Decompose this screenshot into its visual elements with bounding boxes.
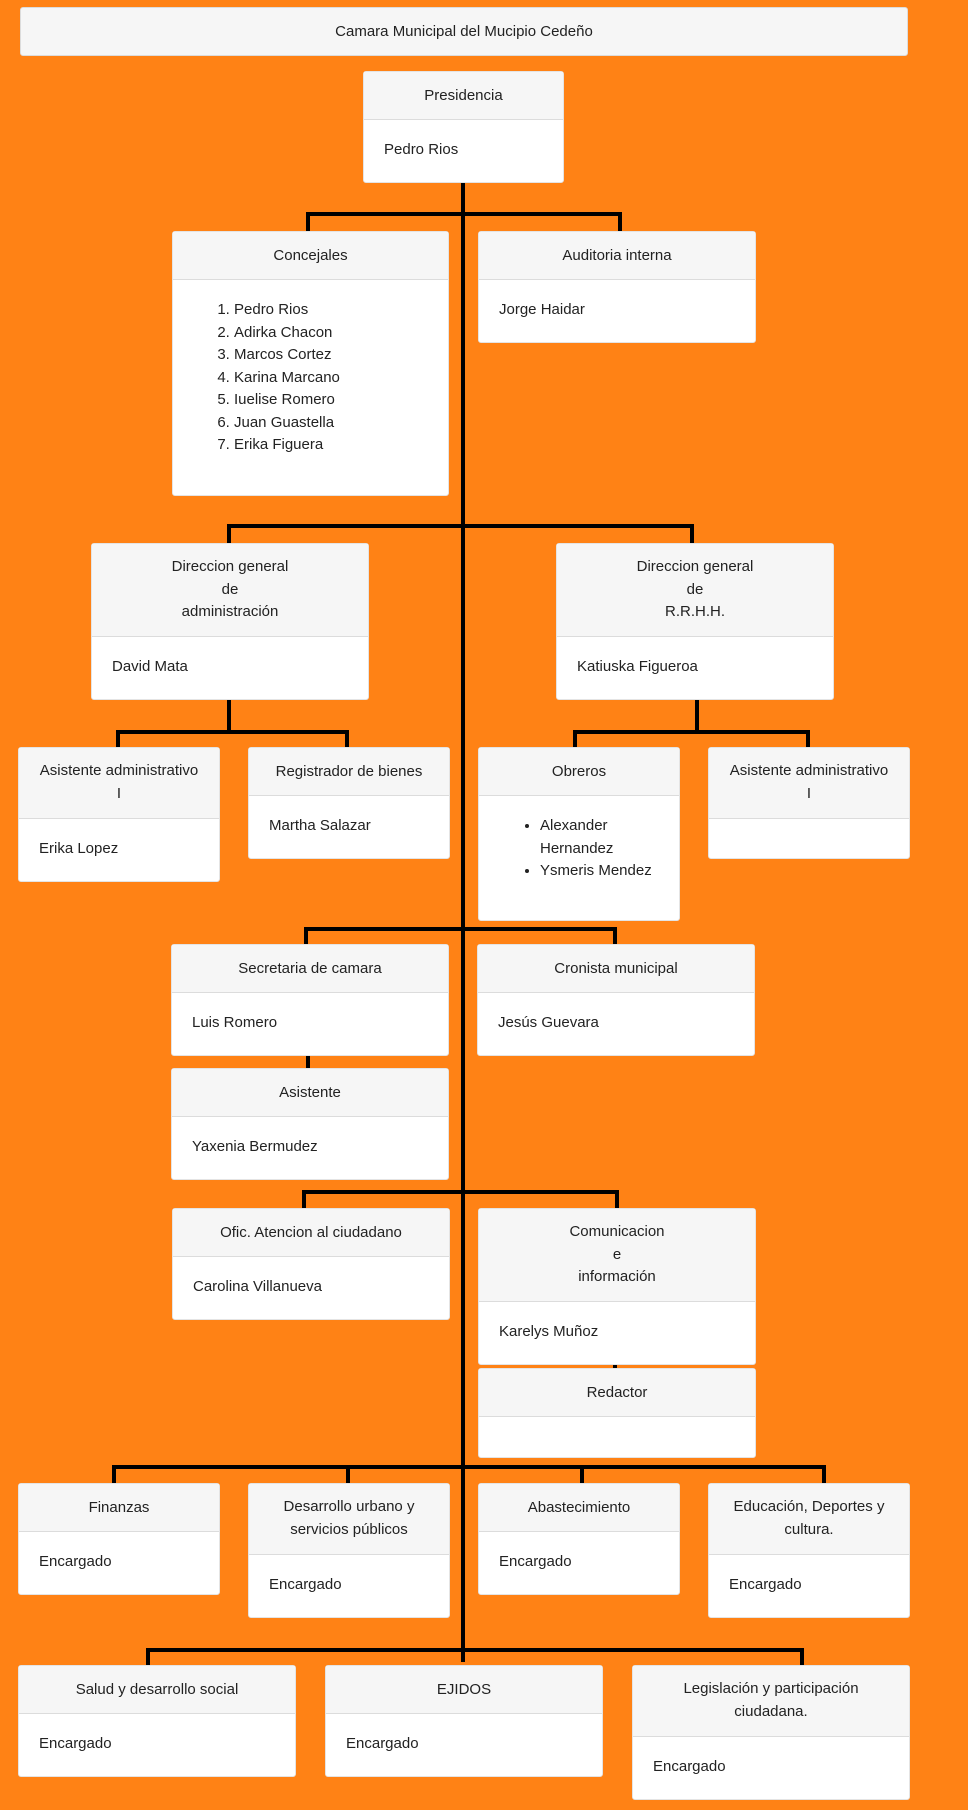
desarrollo-name: Encargado	[269, 1576, 342, 1593]
redactor-header: Redactor	[479, 1369, 755, 1417]
asist-admin-2-card: Asistente administrativo I	[708, 747, 910, 859]
header-line: I	[116, 784, 122, 802]
abastecimiento-card: Abastecimiento Encargado	[478, 1483, 680, 1595]
obreros-list: Alexander Hernandez Ysmeris Mendez	[499, 815, 659, 883]
header-line: Direccion general	[171, 558, 289, 575]
concejales-card: Concejales Pedro Rios Adirka Chacon Marc…	[172, 231, 449, 496]
header-line: Direccion general	[636, 558, 754, 575]
asistente-card: Asistente Yaxenia Bermudez	[171, 1068, 449, 1180]
dir-admin-card: Direccion general de administración Davi…	[91, 543, 369, 700]
header-line: cultura.	[784, 1520, 834, 1538]
asistente-name: Yaxenia Bermudez	[192, 1138, 318, 1155]
legislacion-name: Encargado	[653, 1758, 726, 1775]
auditoria-header: Auditoria interna	[479, 232, 755, 280]
concejales-list: Pedro Rios Adirka Chacon Marcos Cortez K…	[193, 299, 428, 457]
desarrollo-card: Desarrollo urbano y servicios públicos E…	[248, 1483, 450, 1618]
header-line: ciudadana.	[734, 1702, 808, 1720]
finanzas-header: Finanzas	[19, 1484, 219, 1532]
legislacion-header: Legislación y participación ciudadana.	[633, 1666, 909, 1737]
atencion-card: Ofic. Atencion al ciudadano Carolina Vil…	[172, 1208, 450, 1320]
ejidos-name: Encargado	[346, 1735, 419, 1752]
list-item: Erika Figuera	[234, 434, 428, 457]
list-item: Ysmeris Mendez	[540, 860, 659, 883]
list-item: Adirka Chacon	[234, 322, 428, 345]
secretaria-name: Luis Romero	[192, 1014, 278, 1031]
salud-header: Salud y desarrollo social	[19, 1666, 295, 1714]
asist-admin-2-header: Asistente administrativo I	[709, 748, 909, 819]
dir-admin-header: Direccion general de administración	[92, 544, 368, 637]
auditoria-card: Auditoria interna Jorge Haidar	[478, 231, 756, 343]
finanzas-name: Encargado	[39, 1553, 112, 1570]
redactor-card: Redactor	[478, 1368, 756, 1458]
asist-admin-1-name: Erika Lopez	[39, 840, 119, 857]
asist-admin-2-name	[709, 819, 909, 857]
cronista-header: Cronista municipal	[478, 945, 754, 993]
presidencia-header: Presidencia	[364, 72, 563, 120]
cronista-card: Cronista municipal Jesús Guevara	[477, 944, 755, 1056]
obreros-body: Alexander Hernandez Ysmeris Mendez	[479, 796, 679, 902]
header-line: información	[578, 1268, 656, 1285]
educacion-header: Educación, Deportes y cultura.	[709, 1484, 909, 1555]
header-line: Comunicacion	[569, 1223, 665, 1240]
registrador-card: Registrador de bienes Martha Salazar	[248, 747, 450, 859]
header-line: Asistente administrativo	[729, 762, 889, 779]
dir-rrhh-name: Katiuska Figueroa	[577, 658, 698, 675]
comunicacion-name: Karelys Muñoz	[499, 1323, 599, 1340]
auditoria-name: Jorge Haidar	[499, 301, 585, 318]
header-line: I	[806, 784, 812, 802]
header-line: Legislación y participación	[683, 1680, 859, 1697]
header-line: de	[686, 580, 704, 598]
redactor-name	[479, 1417, 755, 1455]
comunicacion-header: Comunicacion e información	[479, 1209, 755, 1302]
abastecimiento-header: Abastecimiento	[479, 1484, 679, 1532]
secretaria-card: Secretaria de camara Luis Romero	[171, 944, 449, 1056]
presidencia-name: Pedro Rios	[384, 141, 459, 158]
secretaria-header: Secretaria de camara	[172, 945, 448, 993]
atencion-name: Carolina Villanueva	[193, 1278, 322, 1295]
list-item: Alexander Hernandez	[540, 815, 659, 860]
finanzas-card: Finanzas Encargado	[18, 1483, 220, 1595]
asistente-header: Asistente	[172, 1069, 448, 1117]
asist-admin-1-card: Asistente administrativo I Erika Lopez	[18, 747, 220, 882]
obreros-header: Obreros	[479, 748, 679, 796]
list-item: Marcos Cortez	[234, 344, 428, 367]
list-item: Pedro Rios	[234, 299, 428, 322]
cronista-name: Jesús Guevara	[498, 1014, 599, 1031]
abastecimiento-name: Encargado	[499, 1553, 572, 1570]
header-line: Educación, Deportes y	[733, 1498, 885, 1515]
header-line: Desarrollo urbano y	[283, 1498, 415, 1515]
header-line: Asistente administrativo	[39, 762, 199, 779]
list-item: Juan Guastella	[234, 412, 428, 435]
header-line: servicios públicos	[290, 1520, 408, 1538]
obreros-card: Obreros Alexander Hernandez Ysmeris Mend…	[478, 747, 680, 921]
legislacion-card: Legislación y participación ciudadana. E…	[632, 1665, 910, 1800]
salud-name: Encargado	[39, 1735, 112, 1752]
presidencia-card: Presidencia Pedro Rios	[363, 71, 564, 183]
educacion-card: Educación, Deportes y cultura. Encargado	[708, 1483, 910, 1618]
header-line: de	[221, 580, 239, 598]
atencion-header: Ofic. Atencion al ciudadano	[173, 1209, 449, 1257]
concejales-header: Concejales	[173, 232, 448, 280]
asist-admin-1-header: Asistente administrativo I	[19, 748, 219, 819]
list-item: Karina Marcano	[234, 367, 428, 390]
concejales-body: Pedro Rios Adirka Chacon Marcos Cortez K…	[173, 280, 448, 476]
header-line: R.R.H.H.	[665, 603, 725, 620]
header-line: e	[612, 1245, 622, 1263]
comunicacion-card: Comunicacion e información Karelys Muñoz	[478, 1208, 756, 1365]
ejidos-card: EJIDOS Encargado	[325, 1665, 603, 1777]
registrador-header: Registrador de bienes	[249, 748, 449, 796]
dir-admin-name: David Mata	[112, 658, 188, 675]
ejidos-header: EJIDOS	[326, 1666, 602, 1714]
registrador-name: Martha Salazar	[269, 817, 371, 834]
dir-rrhh-header: Direccion general de R.R.H.H.	[557, 544, 833, 637]
educacion-name: Encargado	[729, 1576, 802, 1593]
salud-card: Salud y desarrollo social Encargado	[18, 1665, 296, 1777]
dir-rrhh-card: Direccion general de R.R.H.H. Katiuska F…	[556, 543, 834, 700]
list-item: Iuelise Romero	[234, 389, 428, 412]
desarrollo-header: Desarrollo urbano y servicios públicos	[249, 1484, 449, 1555]
header-line: administración	[181, 603, 279, 620]
page-title: Camara Municipal del Mucipio Cedeño	[20, 7, 908, 56]
